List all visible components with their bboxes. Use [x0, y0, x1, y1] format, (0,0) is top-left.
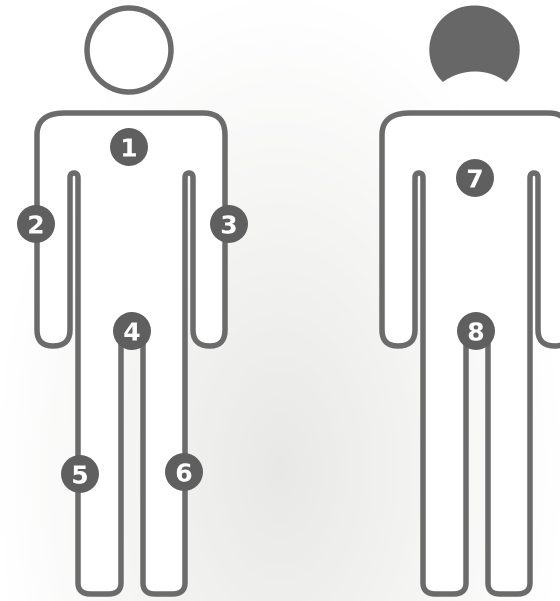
marker-8-label: 8	[467, 318, 484, 347]
marker-3-label: 3	[220, 211, 237, 240]
marker-4-label: 4	[123, 318, 140, 347]
back-figure	[382, 7, 560, 594]
marker-5: 5	[61, 455, 99, 493]
back-head-icon	[431, 7, 518, 80]
front-head-icon	[87, 8, 171, 92]
marker-6-label: 6	[175, 459, 192, 488]
marker-5-label: 5	[71, 461, 88, 490]
marker-1-label: 1	[120, 134, 137, 163]
marker-6: 6	[165, 453, 203, 491]
marker-3: 3	[210, 205, 248, 243]
marker-2: 2	[17, 205, 55, 243]
marker-2-label: 2	[27, 211, 44, 240]
marker-4: 4	[113, 312, 151, 350]
marker-1: 1	[110, 128, 148, 166]
front-figure	[37, 8, 225, 594]
marker-7-label: 7	[466, 165, 483, 194]
front-body-outline	[37, 113, 225, 594]
marker-7: 7	[456, 159, 494, 197]
marker-8: 8	[457, 312, 495, 350]
